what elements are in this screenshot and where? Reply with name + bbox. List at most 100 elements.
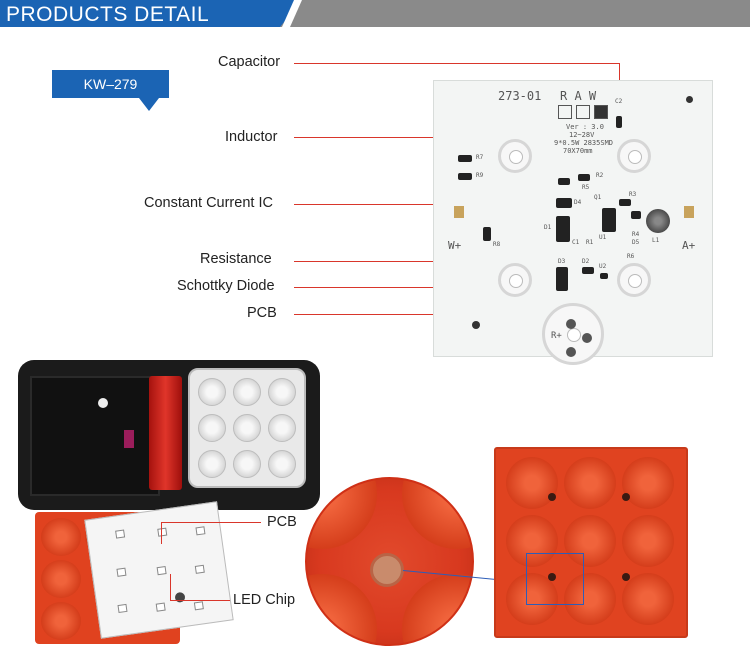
label-inductor: Inductor xyxy=(225,129,278,145)
pcb-ref-r5: R5 xyxy=(582,184,590,191)
lamp-bulb-dot xyxy=(98,398,108,408)
label-pcb-top: PCB xyxy=(247,305,277,321)
white-lens-cover xyxy=(188,368,306,488)
lens-bulge xyxy=(402,479,472,549)
pcb-pad xyxy=(684,206,694,218)
pcb-led-spec: 9*0.5W 2835SMD xyxy=(554,139,614,147)
callout-line-capacitor xyxy=(294,63,620,64)
lens-bulge xyxy=(41,560,81,598)
model-badge: KW–279 xyxy=(52,70,169,98)
pcb-size: 70X70mm xyxy=(563,147,593,155)
zoom-highlight-box xyxy=(526,553,584,605)
red-square-lens-image xyxy=(494,447,688,638)
lens-bulge xyxy=(506,515,558,567)
lens-dome xyxy=(233,378,261,406)
pcb-pad-center xyxy=(566,319,576,329)
pcb-screw-hole xyxy=(174,591,186,603)
callout-line-schottky-diode xyxy=(294,287,560,288)
header-bar: PRODUCTS DETAIL xyxy=(0,0,750,27)
led-chip xyxy=(194,564,205,574)
model-badge-pointer xyxy=(139,98,159,111)
tail-lamp-housing-image xyxy=(18,360,320,510)
pcb-board-image: 273-01 R A W Ver : 3.0 12~28V 9*0.5W 283… xyxy=(433,80,713,365)
led-chip xyxy=(195,526,206,536)
resistor-component xyxy=(458,155,472,162)
led-chip xyxy=(157,527,168,537)
pcb-ref-d3: D3 xyxy=(558,258,566,265)
screw-dimple xyxy=(548,493,556,501)
lens-bulge xyxy=(41,518,81,556)
pcb-pad-center xyxy=(582,333,592,343)
lens-dome xyxy=(268,414,296,442)
callout-line-led-chip xyxy=(170,600,230,601)
pcb-version: Ver : 3.0 xyxy=(566,123,604,131)
pcb-part-number: 273-01 xyxy=(498,89,542,103)
pcb-ref-r6: R6 xyxy=(627,253,635,260)
capacitor-component xyxy=(616,116,622,128)
lens-bulge xyxy=(622,457,674,509)
label-resistance: Resistance xyxy=(200,251,272,267)
pcb-ref-u1: U1 xyxy=(599,234,607,241)
pcb-box-w xyxy=(594,105,608,119)
callout-line-pcb-bottom xyxy=(161,522,261,523)
lens-dome xyxy=(198,378,226,406)
label-pcb-bottom: PCB xyxy=(267,514,297,530)
lens-bulge xyxy=(564,457,616,509)
pcb-ref-c1: C1 xyxy=(572,239,580,246)
lens-bulge xyxy=(506,457,558,509)
pcb-ref-q1: Q1 xyxy=(594,194,602,201)
lens-bulge xyxy=(622,573,674,625)
pcb-ref-d4: D4 xyxy=(574,199,582,206)
lens-dome xyxy=(198,414,226,442)
pcb-mount-dot xyxy=(472,321,480,329)
lens-bulge xyxy=(41,602,81,640)
red-reflector xyxy=(149,376,182,490)
screw-closeup-image xyxy=(305,477,474,646)
pcb-mount-dot xyxy=(686,96,693,103)
pcb-r-plus: R+ xyxy=(551,331,562,341)
label-capacitor: Capacitor xyxy=(218,54,281,70)
pcb-raw-mark: R A W xyxy=(560,89,597,103)
lens-bulge xyxy=(622,515,674,567)
pcb-w-plus: W+ xyxy=(448,239,462,252)
pcb-voltage: 12~28V xyxy=(569,131,595,139)
pcb-ref-r4: R4 xyxy=(632,231,640,238)
screw-dimple xyxy=(548,573,556,581)
screw-dimple xyxy=(622,573,630,581)
page-title: PRODUCTS DETAIL xyxy=(6,3,210,26)
header-title-block xyxy=(0,0,302,27)
constant-current-ic-u1 xyxy=(602,208,616,232)
pcb-ref-d2: D2 xyxy=(582,258,590,265)
schottky-diode-d3 xyxy=(556,267,568,291)
lens-bulge xyxy=(564,573,616,625)
led-chip xyxy=(117,603,128,614)
led-chip xyxy=(116,567,127,577)
screw-icon xyxy=(370,553,404,587)
pcb-ref-r7: R7 xyxy=(476,154,484,161)
label-constant-current-ic: Constant Current IC xyxy=(144,195,273,211)
callout-line-pcb-top xyxy=(294,314,462,315)
pcb-pad-center xyxy=(566,347,576,357)
lens-dome xyxy=(268,378,296,406)
lamp-connector xyxy=(124,430,134,448)
resistor-component xyxy=(631,211,641,219)
resistor-r8 xyxy=(483,227,491,241)
lens-bulge xyxy=(307,479,377,549)
label-schottky-diode: Schottky Diode xyxy=(177,278,275,294)
pcb-box-r xyxy=(558,105,572,119)
diode-d2 xyxy=(582,267,594,274)
pcb-ref-c2: C2 xyxy=(615,98,623,105)
pcb-ref-d1: D1 xyxy=(544,224,552,231)
lens-dome xyxy=(198,450,226,478)
pcb-box-a xyxy=(576,105,590,119)
pcb-ref-d5: D5 xyxy=(632,239,640,246)
pcb-led-hole xyxy=(617,263,651,297)
lens-dome xyxy=(268,450,296,478)
pcb-led-hole xyxy=(498,139,532,173)
callout-line-pcb-bottom-drop xyxy=(161,522,162,544)
screw-dimple xyxy=(622,493,630,501)
resistor-component xyxy=(458,173,472,180)
lens-bulge xyxy=(564,515,616,567)
pcb-led-hole xyxy=(617,139,651,173)
pcb-ref-l1: L1 xyxy=(652,237,660,244)
